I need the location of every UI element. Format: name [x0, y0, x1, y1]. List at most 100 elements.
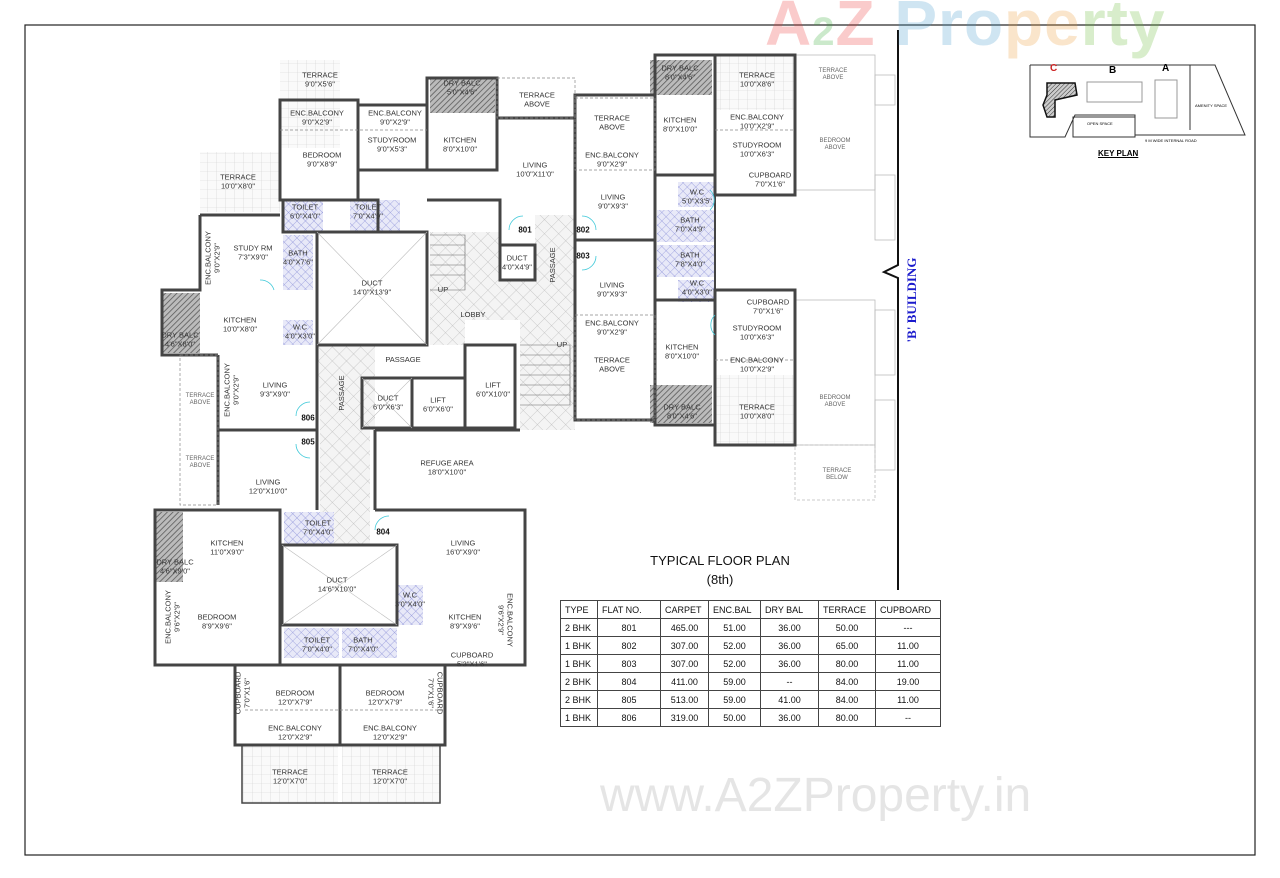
room-label: UP	[557, 340, 567, 350]
room-name: KITCHEN	[448, 612, 482, 622]
room-size: 7'0"X4'9"	[353, 211, 383, 220]
room-label: PASSAGE	[385, 354, 421, 365]
room-size: ABOVE	[599, 364, 625, 373]
room-name: LOBBY	[460, 309, 486, 319]
room-size: 12'0"X7'0"	[372, 776, 408, 785]
room-size: 9'0"X8'9"	[307, 159, 337, 168]
room-size: 16'0"X9'0"	[445, 547, 481, 556]
table-cell: 50.00	[708, 708, 761, 727]
column-header: DRY BAL	[760, 600, 819, 619]
table-cell: 19.00	[875, 672, 941, 691]
room-size: 7'0"X1'6"	[427, 678, 436, 708]
table-cell: 11.00	[875, 654, 941, 673]
table-cell: 307.00	[660, 636, 709, 655]
room-name: TERRACE	[185, 393, 215, 399]
room-name: TERRACE	[372, 767, 408, 777]
dashed-lines	[179, 77, 795, 711]
table-cell: 36.00	[760, 654, 819, 673]
table-cell: 11.00	[875, 690, 941, 709]
table-cell: 36.00	[760, 618, 819, 637]
watermark-url: www.A2ZProperty.in	[600, 769, 1032, 822]
watermark-logo: A2Z Property	[765, 0, 1166, 59]
plan-title: TYPICAL FLOOR PLAN	[650, 553, 790, 568]
room-size: 10'0"X8'6"	[739, 79, 775, 88]
table-cell: 465.00	[660, 618, 709, 637]
room-size: 8'0"X4'6"	[665, 72, 695, 81]
room-size: ABOVE	[189, 463, 211, 469]
room-name: ENC.BALCONY	[730, 355, 784, 365]
key-internal-road: 9 M WIDE INTERNAL ROAD	[1145, 138, 1197, 143]
room-name: CUPBOARD	[748, 170, 792, 180]
room-size: 7'8"X4'0"	[675, 259, 705, 268]
room-size: 12'0"X7'0"	[272, 776, 308, 785]
table-cell: 1 BHK	[560, 654, 598, 673]
key-plan: C B A OPEN SPACE AMENITY SPACE 9 M WIDE …	[1025, 55, 1255, 170]
room-size: 9'3"X9'0"	[260, 389, 290, 398]
door-swings	[259, 189, 716, 531]
duct-crosses	[281, 231, 428, 626]
room-size: 7'0"X1'6"	[753, 306, 783, 315]
room-name: TOILET	[354, 202, 382, 212]
table-cell: 806	[597, 708, 661, 727]
room-size: 10'0"X8'0"	[739, 411, 775, 420]
room-size: 14'6"X10'0"	[317, 584, 357, 593]
room-size: 12'0"X2'9"	[372, 732, 408, 741]
table-cell: 411.00	[660, 672, 709, 691]
table-cell: 80.00	[818, 708, 876, 727]
room-size: 10'0"X2'9"	[739, 121, 775, 130]
room-size: 14'0"X13'9"	[352, 287, 392, 296]
room-name: CUPBOARD	[746, 297, 790, 307]
table-cell: 50.00	[818, 618, 876, 637]
room-name: KITCHEN	[443, 135, 477, 145]
room-name: ENC.BALCONY	[585, 150, 639, 160]
room-size: 9'0"X2'9"	[231, 375, 240, 405]
room-size: 4'6"X9'0"	[160, 566, 190, 575]
room-name: LIVING	[262, 380, 288, 390]
room-name: W.C	[292, 322, 308, 332]
room-size: ABOVE	[822, 75, 844, 81]
table-cell: 1 BHK	[560, 708, 598, 727]
room-name: BATH	[353, 635, 373, 645]
table-cell: 65.00	[818, 636, 876, 655]
room-size: ABOVE	[599, 122, 625, 131]
key-block-c: C	[1050, 63, 1058, 74]
table-cell: 801	[597, 618, 661, 637]
room-name: DUCT	[326, 575, 348, 585]
room-name: STUDYROOM	[367, 135, 417, 145]
flat-number-804: 804	[376, 527, 390, 537]
room-size: 9'0"X5'3"	[377, 144, 407, 153]
room-size: 12'0"X10'0"	[248, 486, 288, 495]
room-name: PASSAGE	[385, 354, 421, 364]
room-size: 6'0"X6'3"	[373, 402, 403, 411]
table-cell: 805	[597, 690, 661, 709]
room-name: KITCHEN	[223, 315, 257, 325]
wet-areas	[283, 182, 716, 658]
building-b-boundary	[881, 30, 899, 590]
room-size: 9'6"X2'9"	[172, 602, 181, 632]
